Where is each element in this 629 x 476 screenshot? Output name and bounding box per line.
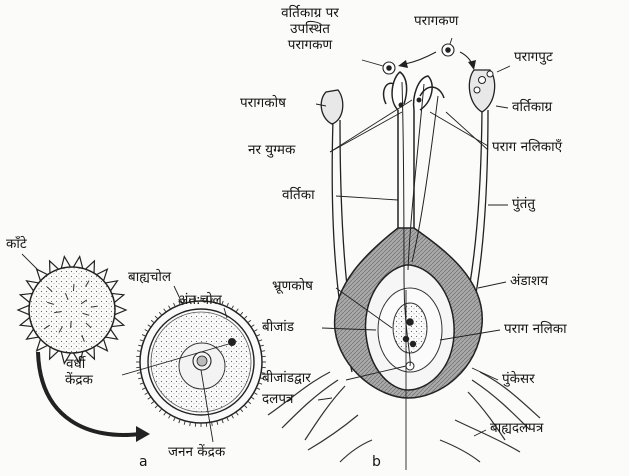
label-stamen: पुंकेसर (502, 372, 535, 387)
label-pollen-tube: पराग नलिका (504, 322, 567, 337)
label-spines: काँटे (6, 237, 27, 252)
label-stigma: वर्तिकाग्र (512, 100, 552, 115)
arrow-a (38, 352, 140, 435)
label-ovary: अंडाशय (510, 274, 548, 289)
panel-b-letter: b (372, 455, 381, 470)
label-pollen-grain: परागकण (414, 14, 458, 29)
anthers (321, 70, 494, 124)
label-style: वर्तिका (282, 188, 315, 203)
label-pollen-on-stigma-line1: वर्तिकाग्र पर (254, 6, 366, 21)
panel-a-letter: a (139, 455, 148, 470)
label-petal: दलपत्र (262, 392, 293, 407)
label-anther: परागकोष (240, 96, 286, 111)
label-embryo-sac: भ्रूणकोष (272, 279, 313, 294)
pollen-grain-section (136, 297, 266, 427)
label-male-gametes: नर युग्मक (248, 143, 295, 158)
label-micropyle: बीजांडद्वार (262, 371, 311, 386)
label-filament: पुंतंतु (512, 197, 535, 212)
label-exine: बाह्यचोल (128, 270, 171, 285)
pistil (335, 72, 483, 398)
pollen-grains (383, 44, 476, 74)
label-pollen-on-stigma-line2: उपस्थित (254, 22, 366, 37)
spiny-pollen-grain (18, 257, 126, 364)
label-vegetative-nucleus-line1: वर्धी (66, 357, 85, 372)
label-intine: अंत:चोल (178, 293, 222, 308)
label-pollen-tubes: पराग नलिकाएँ (492, 140, 562, 155)
label-pollen-sac: परागपुट (514, 50, 553, 65)
label-ovule: बीजांड (262, 320, 294, 335)
label-generative-nucleus: जनन केंद्रक (168, 445, 225, 460)
label-sepal: बाह्यदलपत्र (490, 421, 543, 436)
label-vegetative-nucleus-line2: केंद्रक (65, 373, 93, 388)
label-pollen-on-stigma-line3: परागकण (254, 38, 366, 53)
